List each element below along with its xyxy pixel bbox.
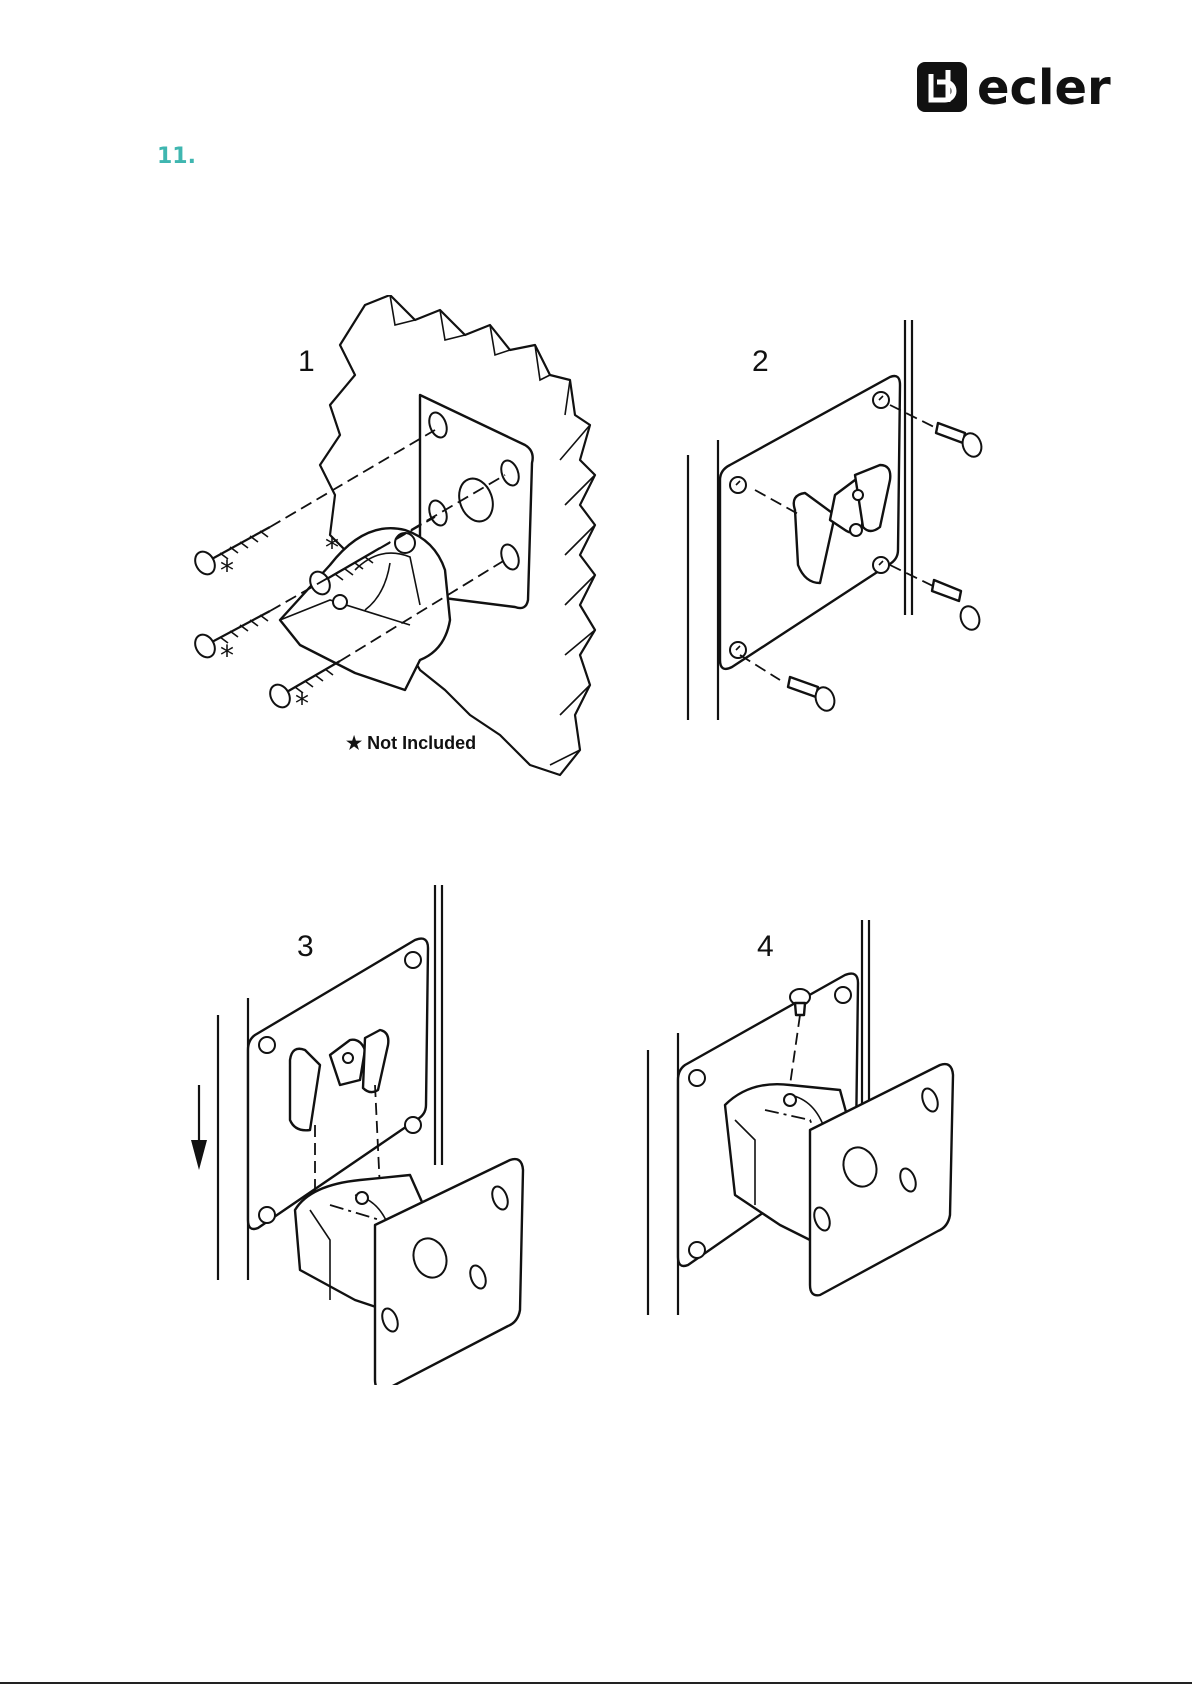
not-included-note: ★ Not Included: [346, 733, 476, 754]
figure-4-secure-screw: [640, 915, 960, 1325]
not-included-marker: *: [220, 554, 234, 587]
not-included-marker: *: [325, 531, 339, 564]
ecler-logo: ecler: [915, 60, 1135, 116]
not-included-marker: *: [295, 687, 309, 720]
page-bottom-rule: [0, 1682, 1192, 1684]
section-number: 11.: [157, 144, 196, 169]
not-included-marker: *: [220, 639, 234, 672]
figure-1-wall-mount: * * * *: [180, 295, 630, 785]
logo-wordmark: ecler: [977, 60, 1111, 116]
figure-2-plate-mount: [680, 315, 1000, 725]
figure-3-attach-bracket: [180, 880, 540, 1385]
